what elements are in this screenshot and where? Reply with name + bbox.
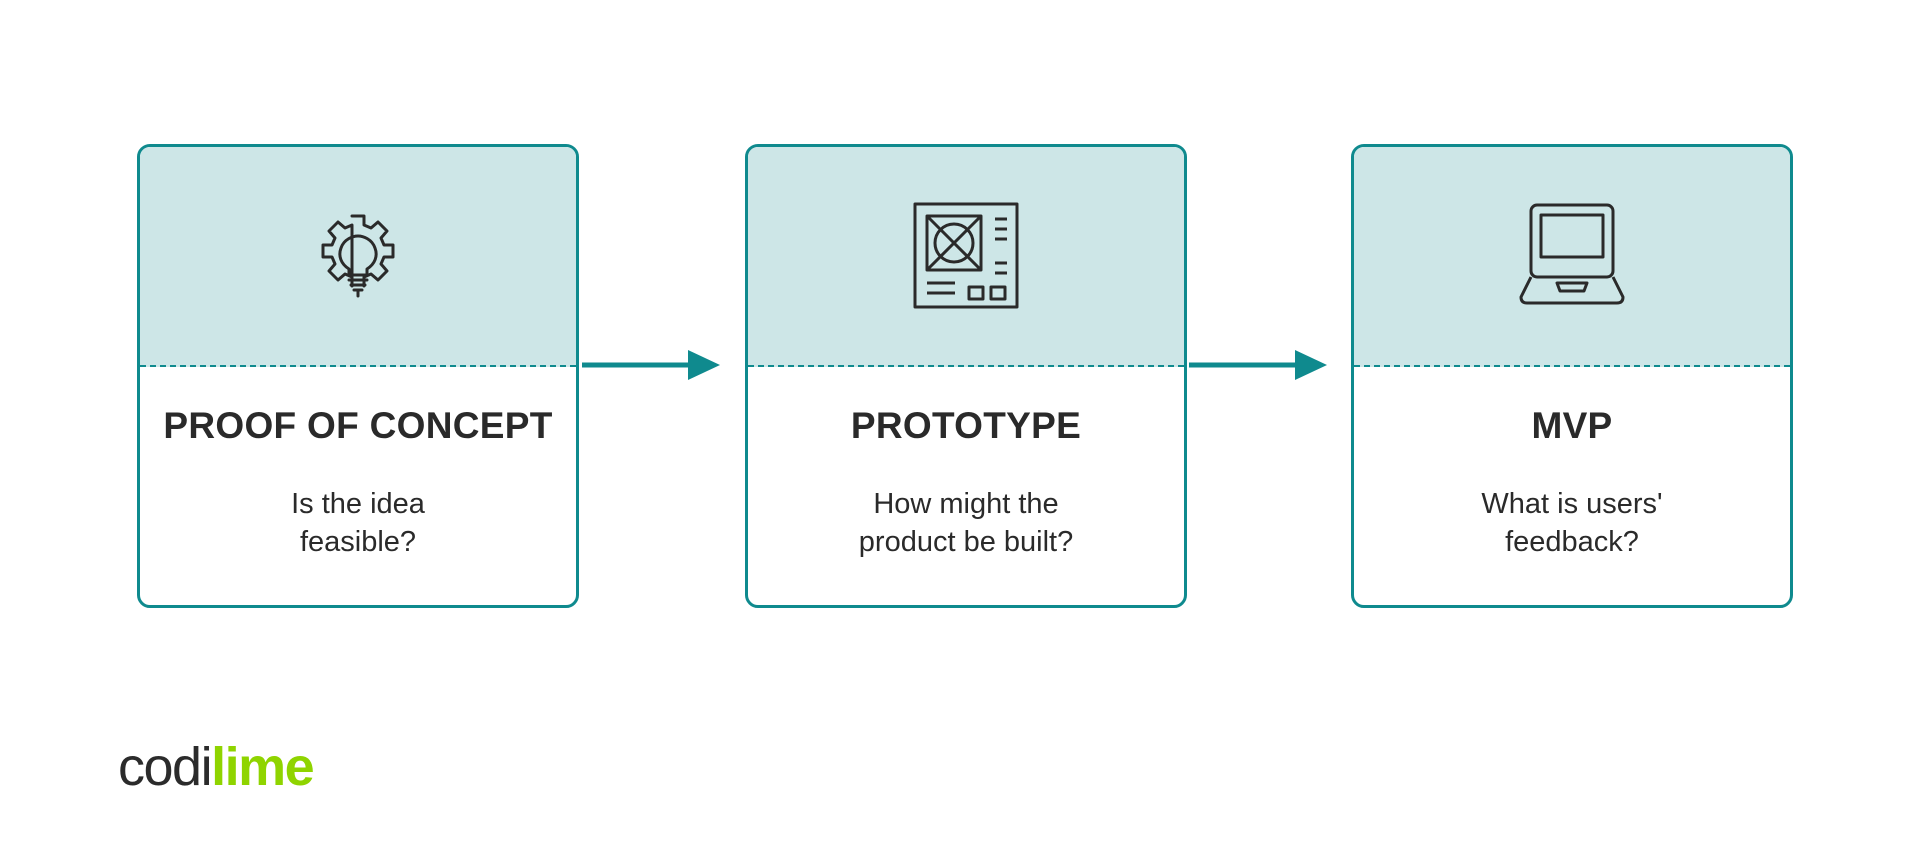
stage-title: MVP <box>1531 405 1613 446</box>
stage-card-mvp: MVP What is users' feedback? <box>1351 144 1793 608</box>
flow-arrow <box>582 350 720 380</box>
codilime-logo: codilime <box>118 737 315 797</box>
logo-text-codi: codi <box>118 737 213 797</box>
card-header-area <box>140 147 576 367</box>
card-header-area <box>1354 147 1790 367</box>
stage-question-line: How might the <box>873 488 1059 520</box>
lightbulb-gear-icon <box>303 201 413 311</box>
stage-question-line: feedback? <box>1505 526 1639 558</box>
circuit-board-icon <box>911 201 1021 311</box>
logo-text-lime: lime <box>211 737 315 797</box>
stage-question: Is the idea feasible? <box>190 485 526 561</box>
stage-title: PROTOTYPE <box>850 405 1082 446</box>
stage-question-line: What is users' <box>1481 488 1663 520</box>
stage-question: What is users' feedback? <box>1404 485 1740 561</box>
card-header-area <box>748 147 1184 367</box>
stage-card-proof-of-concept: PROOF OF CONCEPT Is the idea feasible? <box>137 144 579 608</box>
stage-card-prototype: PROTOTYPE How might the product be built… <box>745 144 1187 608</box>
laptop-icon <box>1517 201 1627 311</box>
stage-title: PROOF OF CONCEPT <box>163 405 553 446</box>
stage-question-line: product be built? <box>858 526 1074 558</box>
flow-arrow <box>1189 350 1327 380</box>
stage-question-line: Is the idea <box>291 488 425 520</box>
stage-question: How might the product be built? <box>798 485 1134 561</box>
stage-question-line: feasible? <box>299 526 417 558</box>
